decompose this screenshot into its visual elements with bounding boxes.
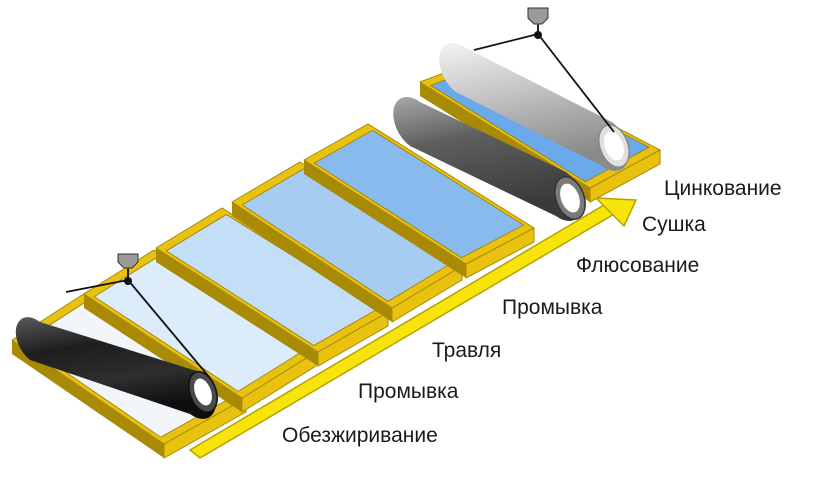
crane-hook-right: [473, 7, 615, 133]
tank-side: [304, 160, 466, 278]
tank-side: [156, 248, 318, 366]
process-arrow-head: [594, 197, 638, 228]
sling-line: [65, 279, 129, 293]
hook-icon: [117, 253, 139, 269]
pipe-silver-body: [439, 43, 629, 171]
stage-label-7: Цинкование: [664, 177, 782, 200]
stage-label-2: Промывка: [358, 380, 459, 403]
tank-side: [12, 340, 164, 458]
stage-label-4: Промывка: [502, 296, 603, 319]
stage-label-6: Сушка: [642, 213, 706, 236]
tank-side: [232, 202, 392, 322]
sling-line: [127, 279, 211, 379]
pipe-black: [15, 317, 218, 419]
tank-4: [231, 161, 463, 323]
sling-line: [537, 33, 615, 133]
sling-line: [473, 33, 539, 51]
hook-icon: [527, 7, 549, 25]
crane-hook-left: [65, 253, 211, 379]
stage-label-5: Флюсование: [576, 254, 699, 277]
stage-label-1: Обезжиривание: [282, 424, 438, 447]
pipe-gray-hole: [560, 183, 580, 213]
stage-label-3: Травля: [432, 339, 501, 362]
process-arrow: [188, 197, 638, 459]
pipe-silver-hole: [604, 131, 624, 161]
tank-liquid: [313, 129, 525, 259]
pipe-silver: [439, 43, 630, 171]
pipe-black-body: [15, 317, 216, 419]
tank-5: [303, 123, 535, 279]
pipe-black-hole: [194, 378, 212, 406]
pipe-gray-body: [393, 97, 583, 221]
stage-labels: ОбезжириваниеПромывкаТравляПромывкаФлюсо…: [282, 177, 782, 447]
hook-ring: [124, 277, 132, 285]
hook-ring: [534, 31, 542, 39]
pipe-gray: [393, 97, 586, 221]
